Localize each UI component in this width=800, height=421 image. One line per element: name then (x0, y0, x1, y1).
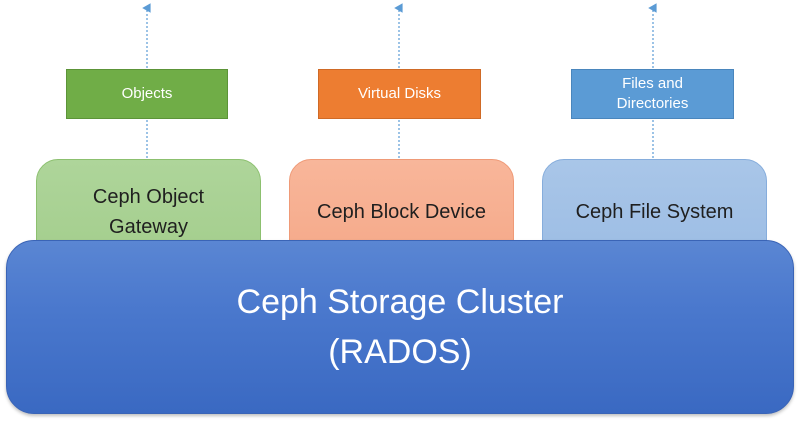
objects-box: Objects (66, 69, 228, 119)
ceph-storage-cluster-box: Ceph Storage Cluster (RADOS) (6, 240, 794, 414)
files-directories-label: Files and Directories (616, 75, 689, 112)
ceph-object-gateway-label: Ceph Object Gateway (92, 186, 205, 238)
virtual-disks-box: Virtual Disks (318, 69, 481, 119)
files-directories-box: Files and Directories (571, 69, 734, 119)
objects-label: Objects (121, 85, 173, 102)
ceph-file-system-label: Ceph File System (575, 201, 734, 223)
virtual-disks-label: Virtual Disks (357, 85, 442, 102)
ceph-block-device-label: Ceph Block Device (317, 201, 486, 223)
cluster-subtitle: (RADOS) (328, 333, 472, 371)
cluster-title: Ceph Storage Cluster (236, 283, 564, 321)
